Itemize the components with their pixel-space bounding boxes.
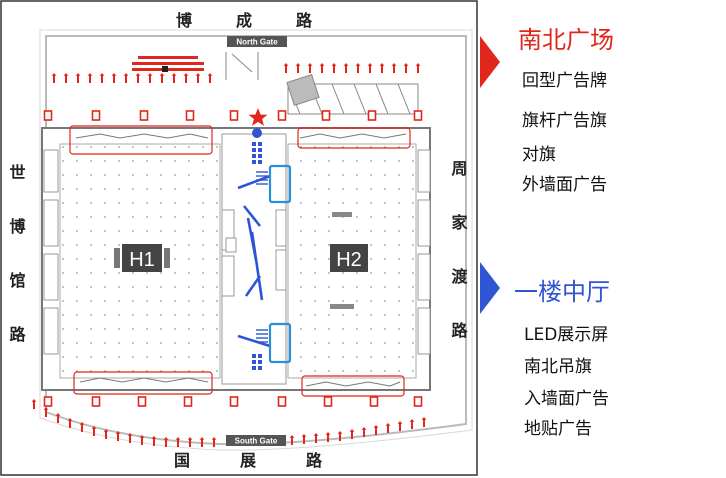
- legend-square-title: 南北广场: [518, 26, 614, 54]
- road-south: 国展路: [174, 451, 372, 470]
- lobby-stairs: [256, 171, 268, 343]
- north-plaza-structures: [225, 52, 419, 115]
- hall-h1-stripes: [114, 248, 120, 268]
- hall-h1-stripes-right: [164, 248, 170, 268]
- north-gate-label: North Gate: [236, 38, 278, 47]
- legend-square-item: 旗杆广告旗: [522, 111, 607, 131]
- south-entrance-highlight: [268, 322, 292, 364]
- north-gate-badge: [227, 36, 287, 47]
- location-dot-icon: [252, 128, 262, 138]
- road-north: 博成路: [176, 11, 356, 30]
- hall-h2-fixtures: [330, 212, 354, 309]
- hall-h2-label: H2: [336, 249, 362, 271]
- hall-arrow-icon: [480, 262, 500, 314]
- legend-square-item: 外墙面广告: [522, 175, 607, 195]
- legend-hall-item: 入墙面广告: [524, 389, 609, 409]
- lobby-hanging-flags: [252, 142, 262, 370]
- west-side-rooms: [43, 149, 431, 355]
- legend-panel: 南北广场 回型广告牌 旗杆广告旗 对旗 外墙面广告 一楼中厅 LED展示屏 南北…: [480, 0, 726, 478]
- hall-h1-badge: [122, 244, 162, 272]
- road-west: 世博馆路: [7, 164, 26, 380]
- south-gate-badge: [226, 435, 286, 446]
- legend-square-item: 对旗: [522, 145, 556, 165]
- location-star-icon: [248, 108, 268, 126]
- wall-billboard-lines: [75, 133, 407, 387]
- road-east: 周家渡路: [449, 160, 468, 376]
- lobby-led-displays: [237, 174, 271, 348]
- square-arrow-icon: [480, 36, 500, 88]
- north-ad-grid: [132, 56, 204, 72]
- legend-hall-title: 一楼中厅: [514, 278, 610, 306]
- site-outline-inner: [39, 29, 473, 451]
- site-outline: [45, 35, 467, 446]
- hall-h2-badge: [330, 244, 368, 272]
- north-entrance-highlight: [268, 164, 292, 204]
- legend-hall-item: 地贴广告: [524, 419, 592, 439]
- legend-hall-item: LED展示屏: [524, 325, 609, 345]
- legend-hall-item: 南北吊旗: [524, 357, 592, 377]
- loop-billboards: [69, 125, 411, 397]
- venue-map: H1 H2: [0, 0, 478, 476]
- legend-square-item: 回型广告牌: [522, 71, 607, 91]
- south-gate-label: South Gate: [235, 437, 278, 446]
- lobby-rooms: [221, 209, 287, 297]
- hall-h1-label: H1: [129, 249, 155, 271]
